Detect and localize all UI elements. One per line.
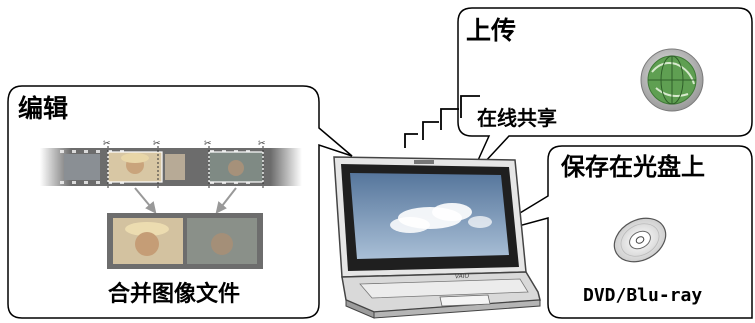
svg-text:✂: ✂ [258,139,266,149]
disc-title: 保存在光盘上 [561,153,705,181]
laptop-brand-logo: VAIO [454,272,470,281]
merge-caption: 合并图像文件 [108,282,241,307]
laptop-icon [333,156,541,319]
disc-caption: DVD/Blu-ray [583,285,703,306]
disc-bubble [481,145,753,319]
merged-images [107,213,263,269]
svg-text:✂: ✂ [103,139,111,149]
globe-icon [640,48,704,112]
upload-title: 上传 [466,16,517,45]
film-strip: ✂ ✂ ✂ ✂ [40,139,302,188]
merge-arrows [134,187,237,214]
edit-bubble [7,85,353,319]
wireless-signal-icon [404,95,480,148]
svg-text:✂: ✂ [204,139,212,149]
scissors-icon: ✂ ✂ ✂ ✂ [103,139,266,149]
optical-disc-icon [613,217,667,263]
edit-title: 编辑 [18,94,69,123]
svg-text:✂: ✂ [153,139,161,149]
upload-caption: 在线共享 [477,106,557,130]
